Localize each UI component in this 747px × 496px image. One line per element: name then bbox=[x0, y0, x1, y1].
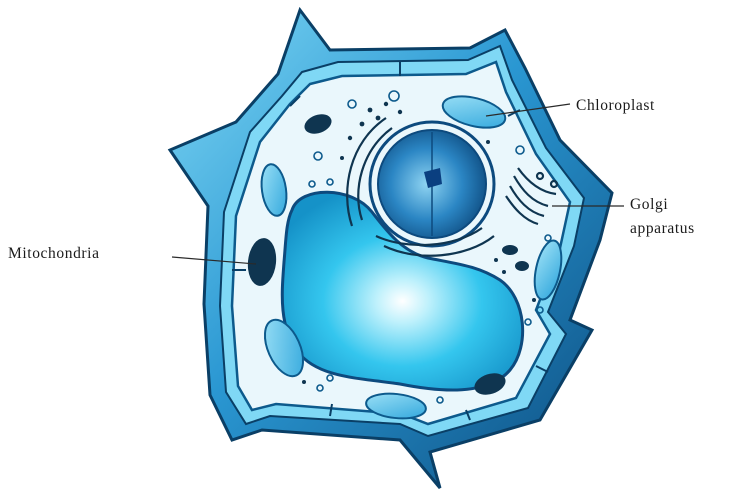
mitochondria-label: Mitochondria bbox=[8, 245, 100, 262]
chloroplast-label: Chloroplast bbox=[576, 97, 655, 114]
golgi-label-line2: apparatus bbox=[630, 220, 695, 237]
golgi-label-line1: Golgi bbox=[630, 196, 668, 213]
nucleus bbox=[370, 122, 494, 246]
